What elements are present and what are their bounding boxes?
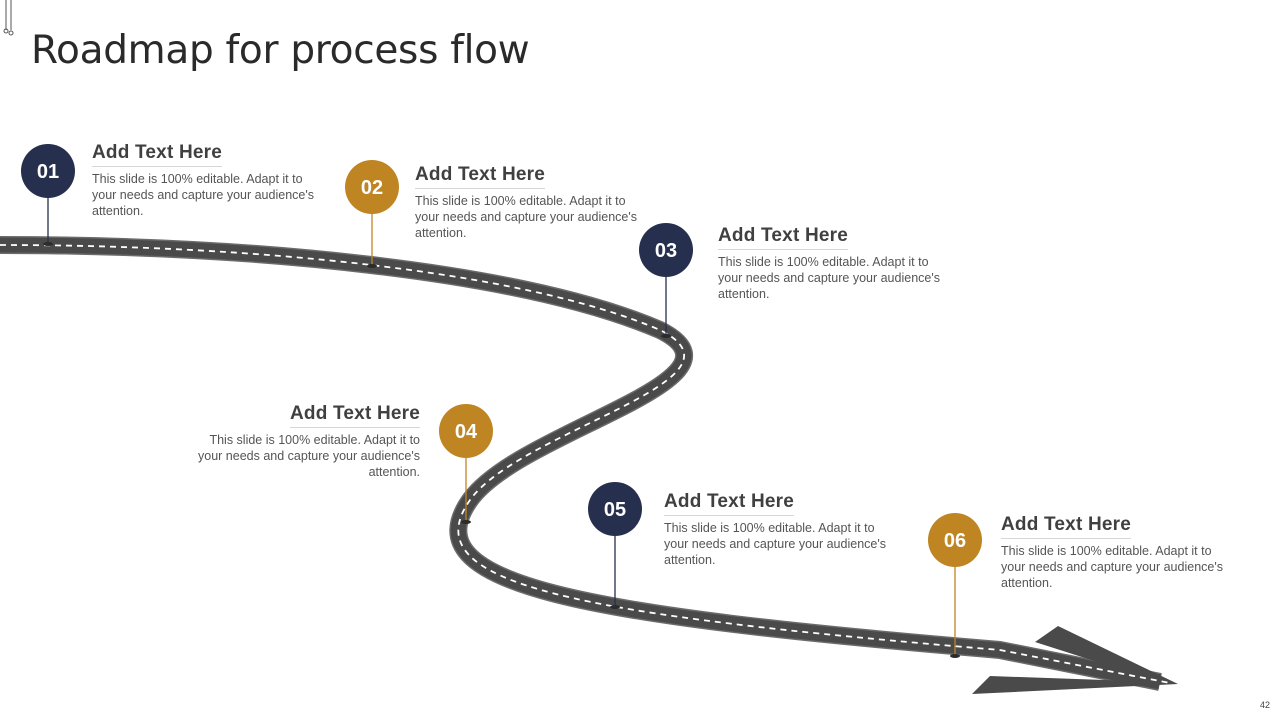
pin-base (461, 520, 471, 524)
step-04-heading: Add Text Here (290, 403, 420, 428)
pin-03-number: 03 (655, 240, 677, 262)
pin-05: 05 (588, 482, 642, 536)
step-05-description: This slide is 100% editable. Adapt it to… (664, 521, 886, 567)
pin-03-circle (639, 223, 693, 277)
step-04-text: Add Text Here This slide is 100% editabl… (190, 403, 420, 480)
pin-04-number: 04 (455, 421, 478, 443)
step-06-heading: Add Text Here (1001, 514, 1131, 539)
step-02-description: This slide is 100% editable. Adapt it to… (415, 194, 637, 240)
pin-02-number: 02 (361, 177, 383, 199)
step-06-text: Add Text Here This slide is 100% editabl… (1001, 514, 1231, 591)
pin-04: 04 (439, 404, 493, 458)
step-03-text: Add Text Here This slide is 100% editabl… (718, 225, 948, 302)
pin-05-circle (588, 482, 642, 536)
pin-03: 03 (639, 223, 693, 277)
pin-05-number: 05 (604, 499, 626, 521)
pin-base (367, 264, 377, 268)
step-01-description: This slide is 100% editable. Adapt it to… (92, 172, 314, 218)
page-number: 42 (1259, 700, 1270, 710)
pin-base (43, 242, 53, 246)
step-05-text: Add Text Here This slide is 100% editabl… (664, 491, 894, 568)
pin-02-circle (345, 160, 399, 214)
pin-04-circle (439, 404, 493, 458)
step-02-text: Add Text Here This slide is 100% editabl… (415, 164, 645, 241)
corner-decoration-icon (3, 0, 14, 36)
step-01-text: Add Text Here This slide is 100% editabl… (92, 142, 322, 219)
pin-base (950, 654, 960, 658)
pin-06-circle (928, 513, 982, 567)
step-03-description: This slide is 100% editable. Adapt it to… (718, 255, 940, 301)
pin-01-circle (21, 144, 75, 198)
road-surface (0, 237, 1162, 690)
step-04-description: This slide is 100% editable. Adapt it to… (198, 433, 420, 479)
lane-marking (0, 244, 1171, 684)
pin-06: 06 (928, 513, 982, 567)
step-02-heading: Add Text Here (415, 164, 545, 189)
pin-01: 01 (21, 144, 75, 198)
page-title: Roadmap for process flow (31, 28, 530, 73)
pin-01-number: 01 (37, 161, 59, 183)
pin-base (661, 334, 671, 338)
step-06-description: This slide is 100% editable. Adapt it to… (1001, 544, 1223, 590)
step-01-heading: Add Text Here (92, 142, 222, 167)
pin-06-number: 06 (944, 530, 966, 552)
pin-02: 02 (345, 160, 399, 214)
step-03-heading: Add Text Here (718, 225, 848, 250)
road-arrow-head (972, 626, 1178, 694)
step-05-heading: Add Text Here (664, 491, 794, 516)
pin-base (610, 605, 620, 609)
